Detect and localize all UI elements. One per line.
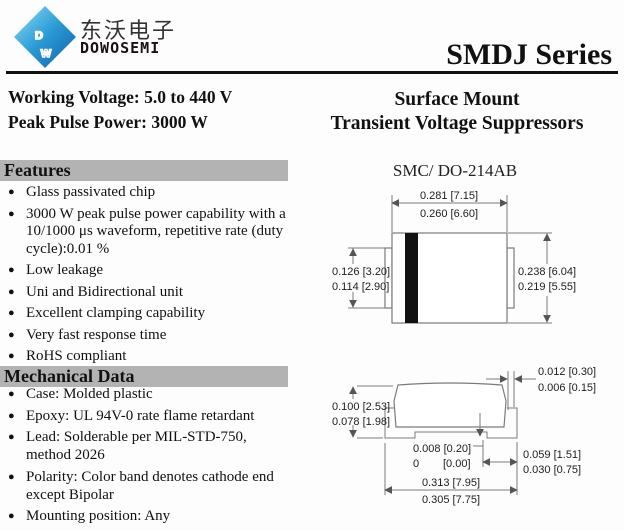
list-item: ● Uni and Bidirectional unit <box>8 284 288 302</box>
list-item: ● Case: Molded plastic <box>8 385 288 403</box>
dim-lead-thickness-max: 0.012 [0.30] <box>538 366 596 378</box>
bullet-icon: ● <box>8 264 15 276</box>
peak-pulse-power: Peak Pulse Power: 3000 W <box>8 112 208 132</box>
package-body-outline <box>393 382 507 428</box>
dimension-extension-lines <box>508 232 552 324</box>
dim-lead-span-max: 0.126 [3.20] <box>332 266 390 278</box>
mech-text: Case: Molded plastic <box>26 386 153 402</box>
cathode-band <box>405 233 418 323</box>
product-title-line1: Surface Mount <box>394 89 520 110</box>
dim-width-min: 0.260 [6.60] <box>420 208 478 220</box>
list-item: ● Glass passivated chip <box>8 184 288 202</box>
header-divider <box>6 71 618 74</box>
bullet-icon: ● <box>8 186 15 198</box>
product-title-line2: Transient Voltage Suppressors <box>330 113 584 134</box>
dim-lead-span-min: 0.114 [2.90] <box>332 281 389 293</box>
list-item: ● RoHS compliant <box>8 348 288 366</box>
list-item: ● 3000 W peak pulse power capability with… <box>8 206 288 259</box>
dim-standoff-min-mm: [0.00] <box>443 458 471 470</box>
bullet-icon: ● <box>8 285 15 298</box>
dimension-extension-lines <box>348 247 385 309</box>
dim-height-min: 0.078 [1.98] <box>332 416 390 428</box>
mechanical-data-list: ● Case: Molded plastic ● Epoxy: UL 94V-0 r… <box>8 385 288 529</box>
standoff-leader <box>473 445 484 454</box>
feature-text: Very fast response time <box>26 326 167 343</box>
dim-standoff-max: 0.008 [0.20] <box>413 443 471 455</box>
features-list: ● Glass passivated chip ● 3000 W peak puls… <box>8 184 288 370</box>
right-lead-tab <box>506 247 515 309</box>
feature-text: RoHS compliant <box>26 348 127 364</box>
lead-profile <box>384 407 518 439</box>
dim-overall-width-max: 0.313 [7.95] <box>422 477 480 489</box>
list-item: ● Epoxy: UL 94V-0 rate flame retardant <box>8 407 288 425</box>
feature-text: Low leakage <box>26 262 104 278</box>
feature-text: Excellent clamping capability <box>26 305 206 321</box>
package-top-view-drawing: 0.281 [7.15] 0.260 [6.60] 0.126 [3.20] 0… <box>332 190 576 324</box>
dim-width-max: 0.281 [7.15] <box>420 190 478 202</box>
dim-lead-thickness-min: 0.006 [0.15] <box>538 382 596 394</box>
bullet-icon: ● <box>8 328 15 341</box>
dim-body-span-min: 0.219 [5.55] <box>518 281 576 293</box>
features-heading: Features <box>0 160 288 181</box>
logo-letter-d: D <box>35 30 43 42</box>
list-item: ● Lead: Solderable per MIL-STD-750, metho… <box>8 428 288 464</box>
feature-text: Uni and Bidirectional unit <box>26 283 184 300</box>
key-specs: Working Voltage: 5.0 to 440 V Peak Pulse… <box>8 85 232 135</box>
working-voltage: Working Voltage: 5.0 to 440 V <box>8 87 233 107</box>
bullet-icon: ● <box>8 350 15 362</box>
bullet-icon: ● <box>8 470 15 483</box>
package-side-view-drawing: 0.012 [0.30] 0.006 [0.15] 0.100 [2.53] 0… <box>332 366 596 506</box>
mechanical-data-heading: Mechanical Data <box>0 366 288 387</box>
feature-text: Glass passivated chip <box>26 184 156 200</box>
list-item: ● Low leakage <box>8 262 288 280</box>
logo-letter-w: W <box>41 48 52 60</box>
bullet-icon: ● <box>8 431 15 443</box>
series-title: SMDJ Series <box>446 38 612 71</box>
product-title: Surface Mount Transient Voltage Suppress… <box>296 88 618 136</box>
company-name-chinese: 东沃电子 <box>80 19 177 44</box>
mech-text: Lead: Solderable per MIL-STD-750, method… <box>26 429 247 463</box>
bullet-icon: ● <box>8 409 15 422</box>
company-name-english: DOWOSEMI <box>80 39 161 57</box>
company-logo-icon: D W <box>14 6 76 68</box>
dimension-extension-lines <box>507 371 515 410</box>
dimension-extension-lines <box>357 385 393 439</box>
list-item: ● Very fast response time <box>8 327 288 345</box>
feature-text: 3000 W peak pulse power capability with … <box>26 205 286 257</box>
bullet-icon: ● <box>8 307 15 319</box>
bullet-icon: ● <box>8 510 15 522</box>
mech-text: Polarity: Color band denotes cathode end… <box>26 468 274 503</box>
list-item: ● Excellent clamping capability <box>8 305 288 323</box>
dim-terminal-max: 0.059 [1.51] <box>523 449 581 461</box>
dim-height-max: 0.100 [2.53] <box>332 401 390 413</box>
bullet-icon: ● <box>8 207 15 220</box>
list-item: ● Mounting position: Any <box>8 507 288 525</box>
logo-diamond <box>14 6 76 68</box>
mech-text: Epoxy: UL 94V-0 rate flame retardant <box>26 407 255 424</box>
bullet-icon: ● <box>8 388 15 400</box>
dim-overall-width-min: 0.305 [7.75] <box>422 494 480 506</box>
list-item: ● Polarity: Color band denotes cathode en… <box>8 468 288 504</box>
dim-terminal-min: 0.030 [0.75] <box>523 464 581 476</box>
left-lead-tab <box>384 247 393 309</box>
package-name: SMC/ DO-214AB <box>392 161 518 180</box>
dim-body-span-max: 0.238 [6.04] <box>518 266 576 278</box>
mech-text: Mounting position: Any <box>26 508 171 524</box>
dim-standoff-min-in: 0 <box>413 458 419 470</box>
dimension-extension-lines <box>482 440 518 467</box>
